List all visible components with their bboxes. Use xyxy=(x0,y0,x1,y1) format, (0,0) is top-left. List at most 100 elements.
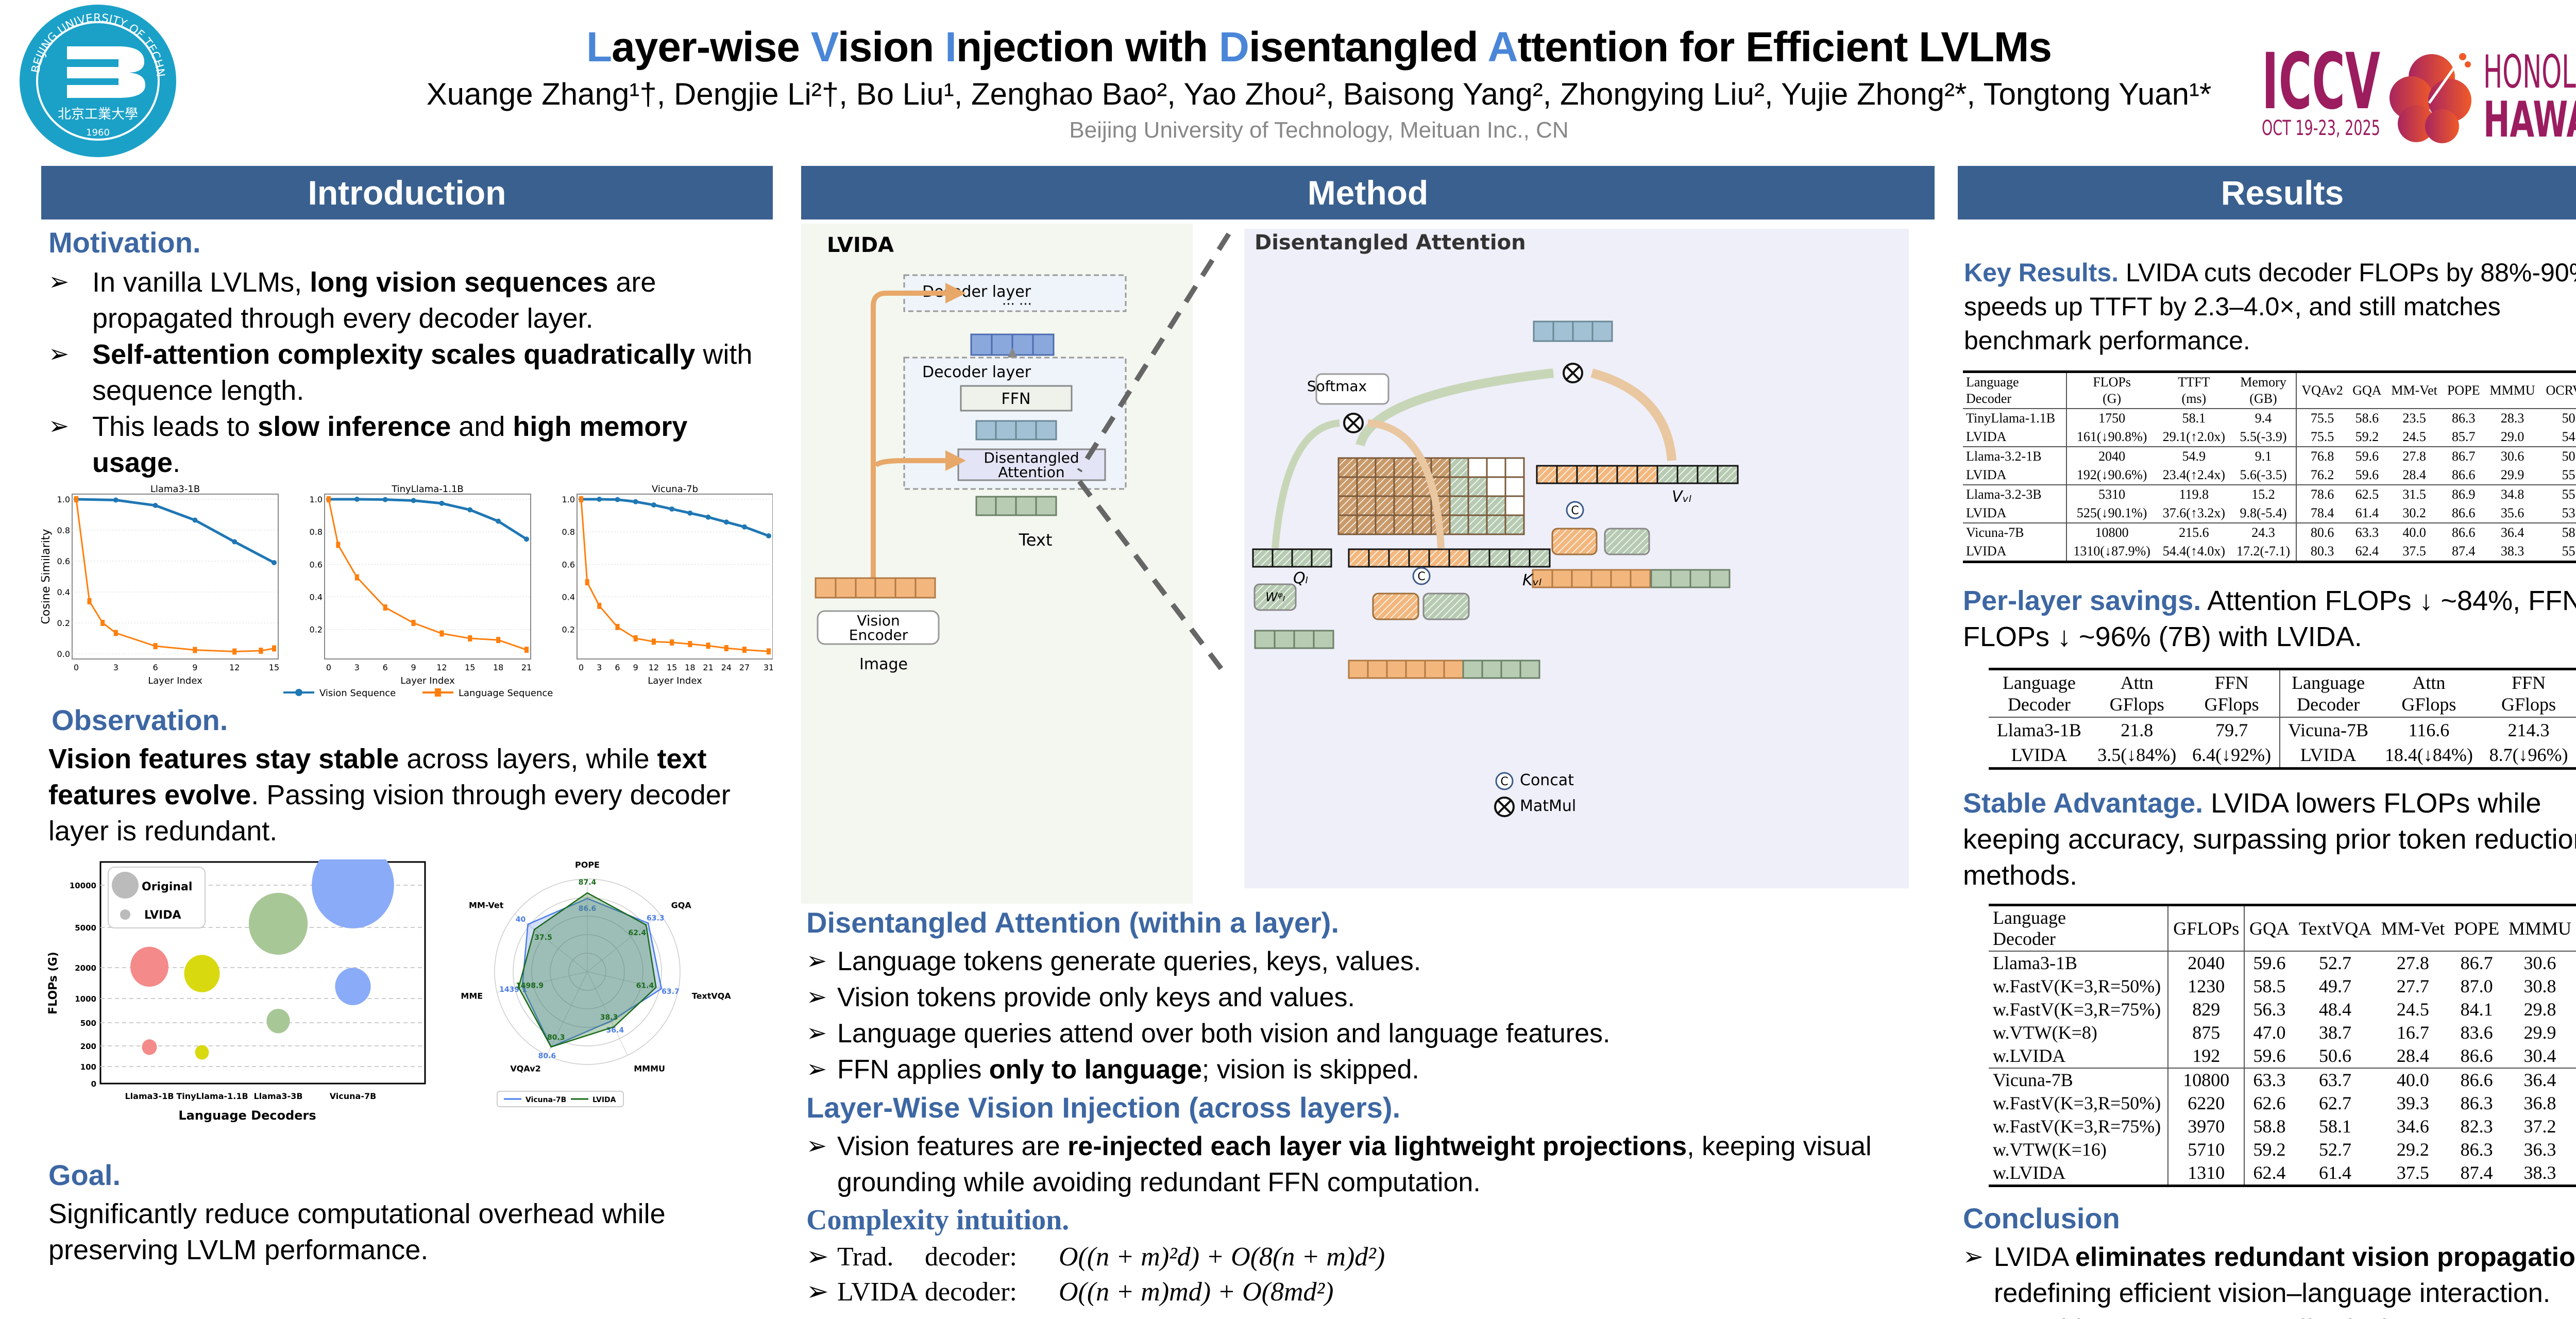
vision-point xyxy=(152,503,158,508)
iccv-state: HAWAII xyxy=(2483,92,2576,144)
y-tick-label: 0.6 xyxy=(562,560,575,569)
table-cell: 54.6 xyxy=(2562,429,2576,444)
perlayer-text: Per-layer savings. Attention FLOPs ↓ ~84… xyxy=(1963,583,2576,655)
table-cell: 62.6 xyxy=(2253,1093,2286,1113)
logo-chinese: 北京工業大學 xyxy=(58,107,138,122)
table-cell: 78.6 xyxy=(2310,487,2334,502)
bullet-item: ➢Language queries attend over both visio… xyxy=(806,1016,1935,1052)
attention-cell xyxy=(1393,495,1414,516)
table-cell: 62.5 xyxy=(2355,487,2379,502)
token-cell xyxy=(1388,548,1410,568)
table-cell: 58.6 xyxy=(2355,411,2379,426)
table-cell: 59.2 xyxy=(2355,429,2379,444)
table-cell: 10800 xyxy=(2095,525,2129,540)
radar-value-label: 63.3 xyxy=(647,915,665,923)
attention-cell xyxy=(1356,457,1377,478)
x-tick-label: 0 xyxy=(579,663,584,672)
x-tick-label: 3 xyxy=(113,663,118,672)
text-run: It enables LVLMs to run effectively xyxy=(1994,1314,2409,1319)
plot-frame xyxy=(577,494,773,660)
radar-legend-label: Vicuna-7B xyxy=(526,1096,566,1104)
attn-block-line2: Attention xyxy=(998,464,1064,481)
legend-language-label: Language Sequence xyxy=(459,688,553,699)
complexity-label: LVIDA xyxy=(837,1277,918,1307)
v-label: Vᵥₗ xyxy=(1672,488,1691,506)
title-text: ttention for Efficient LVLMs xyxy=(1517,24,2052,71)
attention-cell xyxy=(1449,514,1469,535)
attention-cell xyxy=(1356,514,1377,535)
language-point xyxy=(585,579,589,586)
text-run: In vanilla LVLMs, xyxy=(92,267,310,298)
x-tick-label: 12 xyxy=(229,663,240,672)
vision-point xyxy=(192,517,198,523)
table-cell: 829 xyxy=(2168,998,2245,1021)
table-cell: 54.4(↑4.0x) xyxy=(2162,544,2226,559)
x-tick-label: 9 xyxy=(192,663,197,672)
vision-encoder-line1: Vision xyxy=(857,612,900,629)
radar-spoke xyxy=(587,971,678,993)
iccv-dates: OCT 19-23, 2025 xyxy=(2262,116,2380,140)
table-cell: w.FastV(K=3,R=75%) xyxy=(1989,998,2169,1021)
x-tick-label: 9 xyxy=(411,663,416,672)
table-cell: 37.2 xyxy=(2523,1116,2556,1137)
observation-text: Vision features stay stable across layer… xyxy=(48,741,768,849)
attention-cell xyxy=(1356,495,1377,516)
table-cell: MM-Vet xyxy=(2381,918,2445,939)
radar-value-label: 38.3 xyxy=(600,1013,618,1022)
attention-cell xyxy=(1337,476,1358,497)
token-cell xyxy=(1509,548,1531,568)
token-cell xyxy=(1616,465,1638,484)
token-cell xyxy=(1448,548,1470,568)
x-tick-label: 9 xyxy=(633,663,638,672)
table-cell: 59.6 xyxy=(2253,953,2286,973)
attention-cell xyxy=(1337,514,1358,535)
logo-year: 1960 xyxy=(86,127,110,138)
perlayer-body: Attention FLOPs ↓ ~84%, FFN FLOPs ↓ ~96%… xyxy=(1963,585,2576,652)
title-text: njection with xyxy=(956,24,1219,71)
attention-cell xyxy=(1467,495,1488,516)
language-point xyxy=(688,641,692,648)
table-cell: 5710 xyxy=(2168,1138,2245,1161)
x-tick-label: 18 xyxy=(685,663,695,672)
language-point xyxy=(597,602,602,609)
table-cell: 59.6 xyxy=(2355,449,2379,464)
complexity-row: ➢Trad.decoder:O((n + m)²d) + O(8(n + m)d… xyxy=(806,1240,1935,1275)
language-point xyxy=(272,645,276,652)
x-tick-label: 12 xyxy=(436,663,447,672)
y-axis-label: Cosine Similarity xyxy=(41,529,53,624)
table-cell: Llama-3.2-3B xyxy=(1963,485,2067,504)
stable-heading: Stable Advantage. xyxy=(1963,788,2204,819)
vision-series-line xyxy=(76,498,275,564)
token-cell xyxy=(1630,569,1651,588)
table-cell: 52.7 xyxy=(2319,1139,2352,1160)
vision-point xyxy=(669,506,675,512)
token-cell xyxy=(1272,548,1293,568)
table-cell: 5.6(-3.5) xyxy=(2231,466,2297,485)
x-tick-label: 31 xyxy=(764,663,773,672)
table-cell: 86.9 xyxy=(2451,487,2476,502)
table-cell: 29.9 xyxy=(2523,1022,2556,1043)
table-cell: 40.0 xyxy=(2396,1070,2429,1090)
token-cell xyxy=(1532,569,1553,588)
token-cell xyxy=(1529,548,1551,568)
table-cell: 78.4 xyxy=(2310,505,2334,520)
table-cell: POPE xyxy=(2454,918,2500,939)
table-cell: 62.4 xyxy=(2253,1162,2286,1183)
table-cell: 86.3 xyxy=(2451,411,2476,426)
attention-cell xyxy=(1486,457,1506,478)
bullet-item: ➢Language tokens generate queries, keys,… xyxy=(806,943,1935,979)
table-cell: 36.8 xyxy=(2523,1093,2556,1113)
ffn-block xyxy=(960,385,1073,412)
k-language-input xyxy=(1462,660,1540,679)
